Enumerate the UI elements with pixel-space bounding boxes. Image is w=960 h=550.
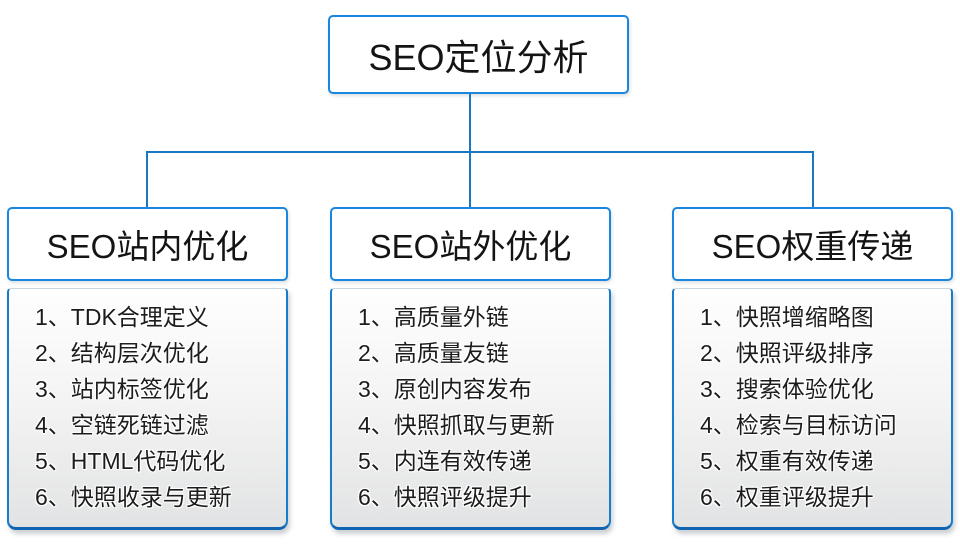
panel-onsite: 1、TDK合理定义 2、结构层次优化 3、站内标签优化 4、空链死链过滤 5、H… [7,288,288,530]
list-item: 3、搜索体验优化 [700,376,874,402]
list-item: 5、内连有效传递 [358,448,532,474]
list-item: 3、原创内容发布 [358,376,532,402]
list-item: 2、高质量友链 [358,340,509,366]
panel-weight: 1、快照增缩略图 2、快照评级排序 3、搜索体验优化 4、检索与目标访问 5、权… [672,288,953,530]
connector-root-vertical [469,94,471,152]
list-item: 1、TDK合理定义 [35,304,209,330]
list-item: 3、站内标签优化 [35,376,209,402]
panel-offsite: 1、高质量外链 2、高质量友链 3、原创内容发布 4、快照抓取与更新 5、内连有… [330,288,611,530]
connector-horizontal [146,151,814,153]
branch-node-offsite: SEO站外优化 [330,207,611,281]
branch-node-weight-label: SEO权重传递 [711,228,914,265]
list-item: 6、快照评级提升 [358,484,532,510]
list-item: 5、HTML代码优化 [35,448,226,474]
list-item: 6、快照收录与更新 [35,484,232,510]
root-node-label: SEO定位分析 [368,36,589,78]
list-item: 4、快照抓取与更新 [358,412,555,438]
connector-middle-vertical [469,151,471,208]
branch-node-onsite-label: SEO站内优化 [46,228,249,265]
list-item: 2、结构层次优化 [35,340,209,366]
branch-node-offsite-label: SEO站外优化 [369,228,572,265]
branch-node-onsite: SEO站内优化 [7,207,288,281]
list-item: 5、权重有效传递 [700,448,874,474]
branch-node-weight: SEO权重传递 [672,207,953,281]
list-item: 1、高质量外链 [358,304,509,330]
list-item: 4、检索与目标访问 [700,412,897,438]
list-item: 4、空链死链过滤 [35,412,209,438]
list-item: 1、快照增缩略图 [700,304,874,330]
root-node: SEO定位分析 [328,15,629,94]
connector-left-vertical [146,151,148,208]
list-item: 2、快照评级排序 [700,340,874,366]
connector-right-vertical [812,151,814,208]
list-item: 6、权重评级提升 [700,484,874,510]
